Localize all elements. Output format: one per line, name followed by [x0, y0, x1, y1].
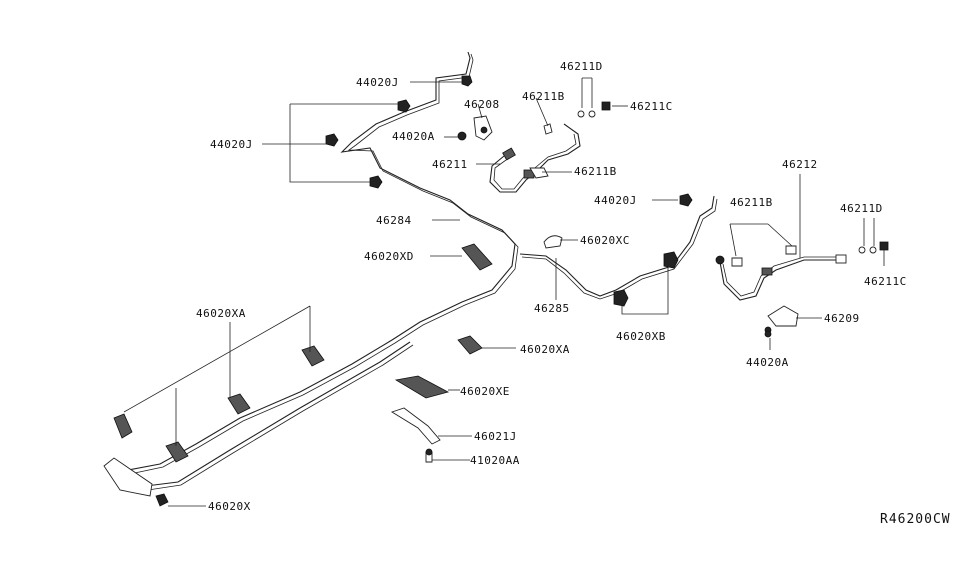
label-44020J-left: 44020J [210, 138, 253, 151]
label-46209: 46209 [824, 312, 860, 325]
guard-46020X [103, 457, 169, 507]
label-44020J-mid: 44020J [594, 194, 637, 207]
clip-44020J-mid [679, 193, 693, 207]
clip-44020J-a [397, 99, 411, 113]
clip-46020XA [113, 335, 483, 463]
bracket-46208 [473, 115, 493, 141]
label-46211C-a: 46211C [630, 100, 673, 113]
label-46020XC: 46020XC [580, 234, 630, 247]
label-46211: 46211 [432, 158, 468, 171]
clip-46020XE [394, 375, 450, 399]
clip-46020XB [613, 251, 679, 307]
clip-46211B-c [731, 245, 797, 267]
clip-46020XC [543, 235, 563, 249]
leader-lines [123, 77, 885, 507]
clip-46211D-b [858, 246, 877, 254]
label-46020X: 46020X [208, 500, 251, 513]
label-46020XD: 46020XD [364, 250, 414, 263]
label-44020J-top: 44020J [356, 76, 399, 89]
label-41020AA: 41020AA [470, 454, 520, 467]
brake-hose-46212 [715, 254, 847, 301]
label-46212: 46212 [782, 158, 818, 171]
clip-46211C-b [879, 241, 889, 251]
clip-44020J-b [325, 133, 339, 147]
label-46020XA-left: 46020XA [196, 307, 246, 320]
brake-pipe-46285 [519, 195, 718, 300]
bracket-46021J [390, 407, 441, 445]
bolt-44020A-top [457, 131, 467, 141]
label-46021J: 46021J [474, 430, 517, 443]
label-46285: 46285 [534, 302, 570, 315]
bolt-44020A-bot [764, 330, 772, 338]
label-46020XA-right: 46020XA [520, 343, 570, 356]
clip-46211B-a [543, 123, 553, 135]
brake-hose-46211 [489, 123, 581, 193]
label-46020XE: 46020XE [460, 385, 510, 398]
clip-46020XD [461, 243, 493, 271]
clip-46211D-a [577, 110, 596, 118]
label-46211D-b: 46211D [840, 202, 883, 215]
label-46208: 46208 [464, 98, 500, 111]
label-44020A-top: 44020A [392, 130, 435, 143]
label-46211B-c: 46211B [730, 196, 773, 209]
callout-labels: 44020J 44020J 46208 44020A 46211 46211B … [196, 60, 951, 527]
label-46211B-a: 46211B [522, 90, 565, 103]
label-46211D-a: 46211D [560, 60, 603, 73]
label-46211B-b: 46211B [574, 165, 617, 178]
label-44020A-bot: 44020A [746, 356, 789, 369]
bracket-46209 [764, 305, 799, 334]
bolt-41020AA [425, 448, 433, 463]
label-46211C-b: 46211C [864, 275, 907, 288]
label-46284: 46284 [376, 214, 412, 227]
label-46020XB: 46020XB [616, 330, 666, 343]
clip-44020J-top [461, 75, 473, 87]
diagram-reference-code: R46200CW [880, 512, 951, 527]
clip-46211C-a [601, 101, 611, 111]
clip-44020J-c [369, 175, 383, 189]
brake-pipe-46284 [110, 51, 519, 491]
